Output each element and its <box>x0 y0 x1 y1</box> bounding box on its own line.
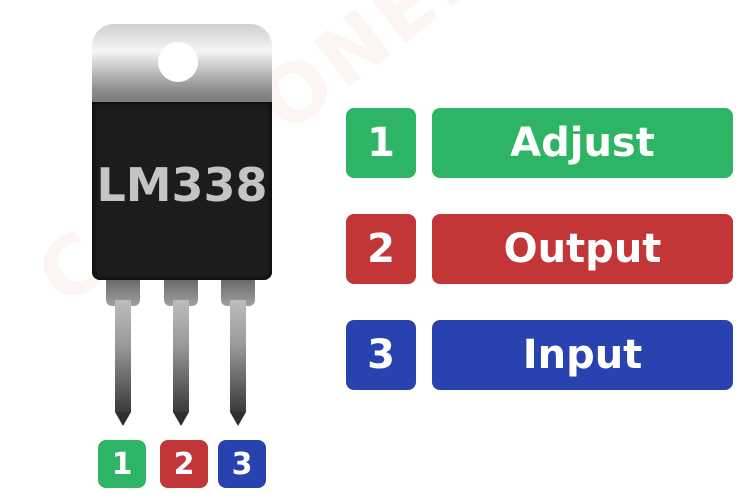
legend-label-input: Input <box>432 320 733 390</box>
pin-3-tip <box>230 412 246 426</box>
mounting-hole <box>158 42 198 82</box>
pin-3-lead <box>230 300 246 412</box>
chip-label: LM338 <box>96 158 268 212</box>
pin-2-badge: 2 <box>160 440 208 488</box>
chip-body <box>92 102 272 280</box>
legend-number-2: 2 <box>346 214 416 284</box>
pin-1-badge: 1 <box>98 440 146 488</box>
legend-number-1: 1 <box>346 108 416 178</box>
legend-label-output: Output <box>432 214 733 284</box>
pin-2-lead <box>173 300 189 412</box>
pin-1-lead <box>115 300 131 412</box>
pin-2-tip <box>173 412 189 426</box>
pin-3-badge: 3 <box>218 440 266 488</box>
legend-number-3: 3 <box>346 320 416 390</box>
pin-1-tip <box>115 412 131 426</box>
legend-label-adjust: Adjust <box>432 108 733 178</box>
